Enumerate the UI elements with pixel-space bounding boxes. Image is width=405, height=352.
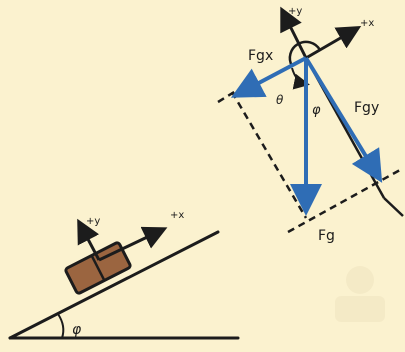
incline-angle-label: φ [72,322,82,338]
theta-inner-arc [291,67,310,90]
incline-y-label: +y [86,216,100,227]
theta-label: θ [276,93,284,107]
force-gx-label: Fgx [248,48,273,64]
dashed-edge-left [230,91,308,219]
phi-label: φ [312,103,321,118]
dashed-edge-bottom [287,168,401,234]
force-x-label: +x [360,18,374,29]
force-gx-vector [230,56,307,98]
force-gy-vector [304,56,383,183]
incline-angle-arc [57,313,65,339]
theta-arc [288,40,322,67]
block [64,241,132,295]
incline-y-axis [77,218,101,261]
force-x-axis [305,25,362,60]
incline-x-axis [98,226,168,262]
incline-diagram: φ +y +x [8,210,240,340]
force-diagram: +y +x θ φ Fgx Fgy Fg [217,6,404,244]
watermark-icon [335,266,385,322]
incline-surface [8,230,220,340]
incline-x-label: +x [170,210,184,221]
force-y-label: +y [288,6,302,17]
force-y-axis [280,6,308,59]
axis-extension-tail [383,197,404,217]
force-g-label: Fg [318,228,335,244]
force-gy-label: Fgy [354,100,379,116]
